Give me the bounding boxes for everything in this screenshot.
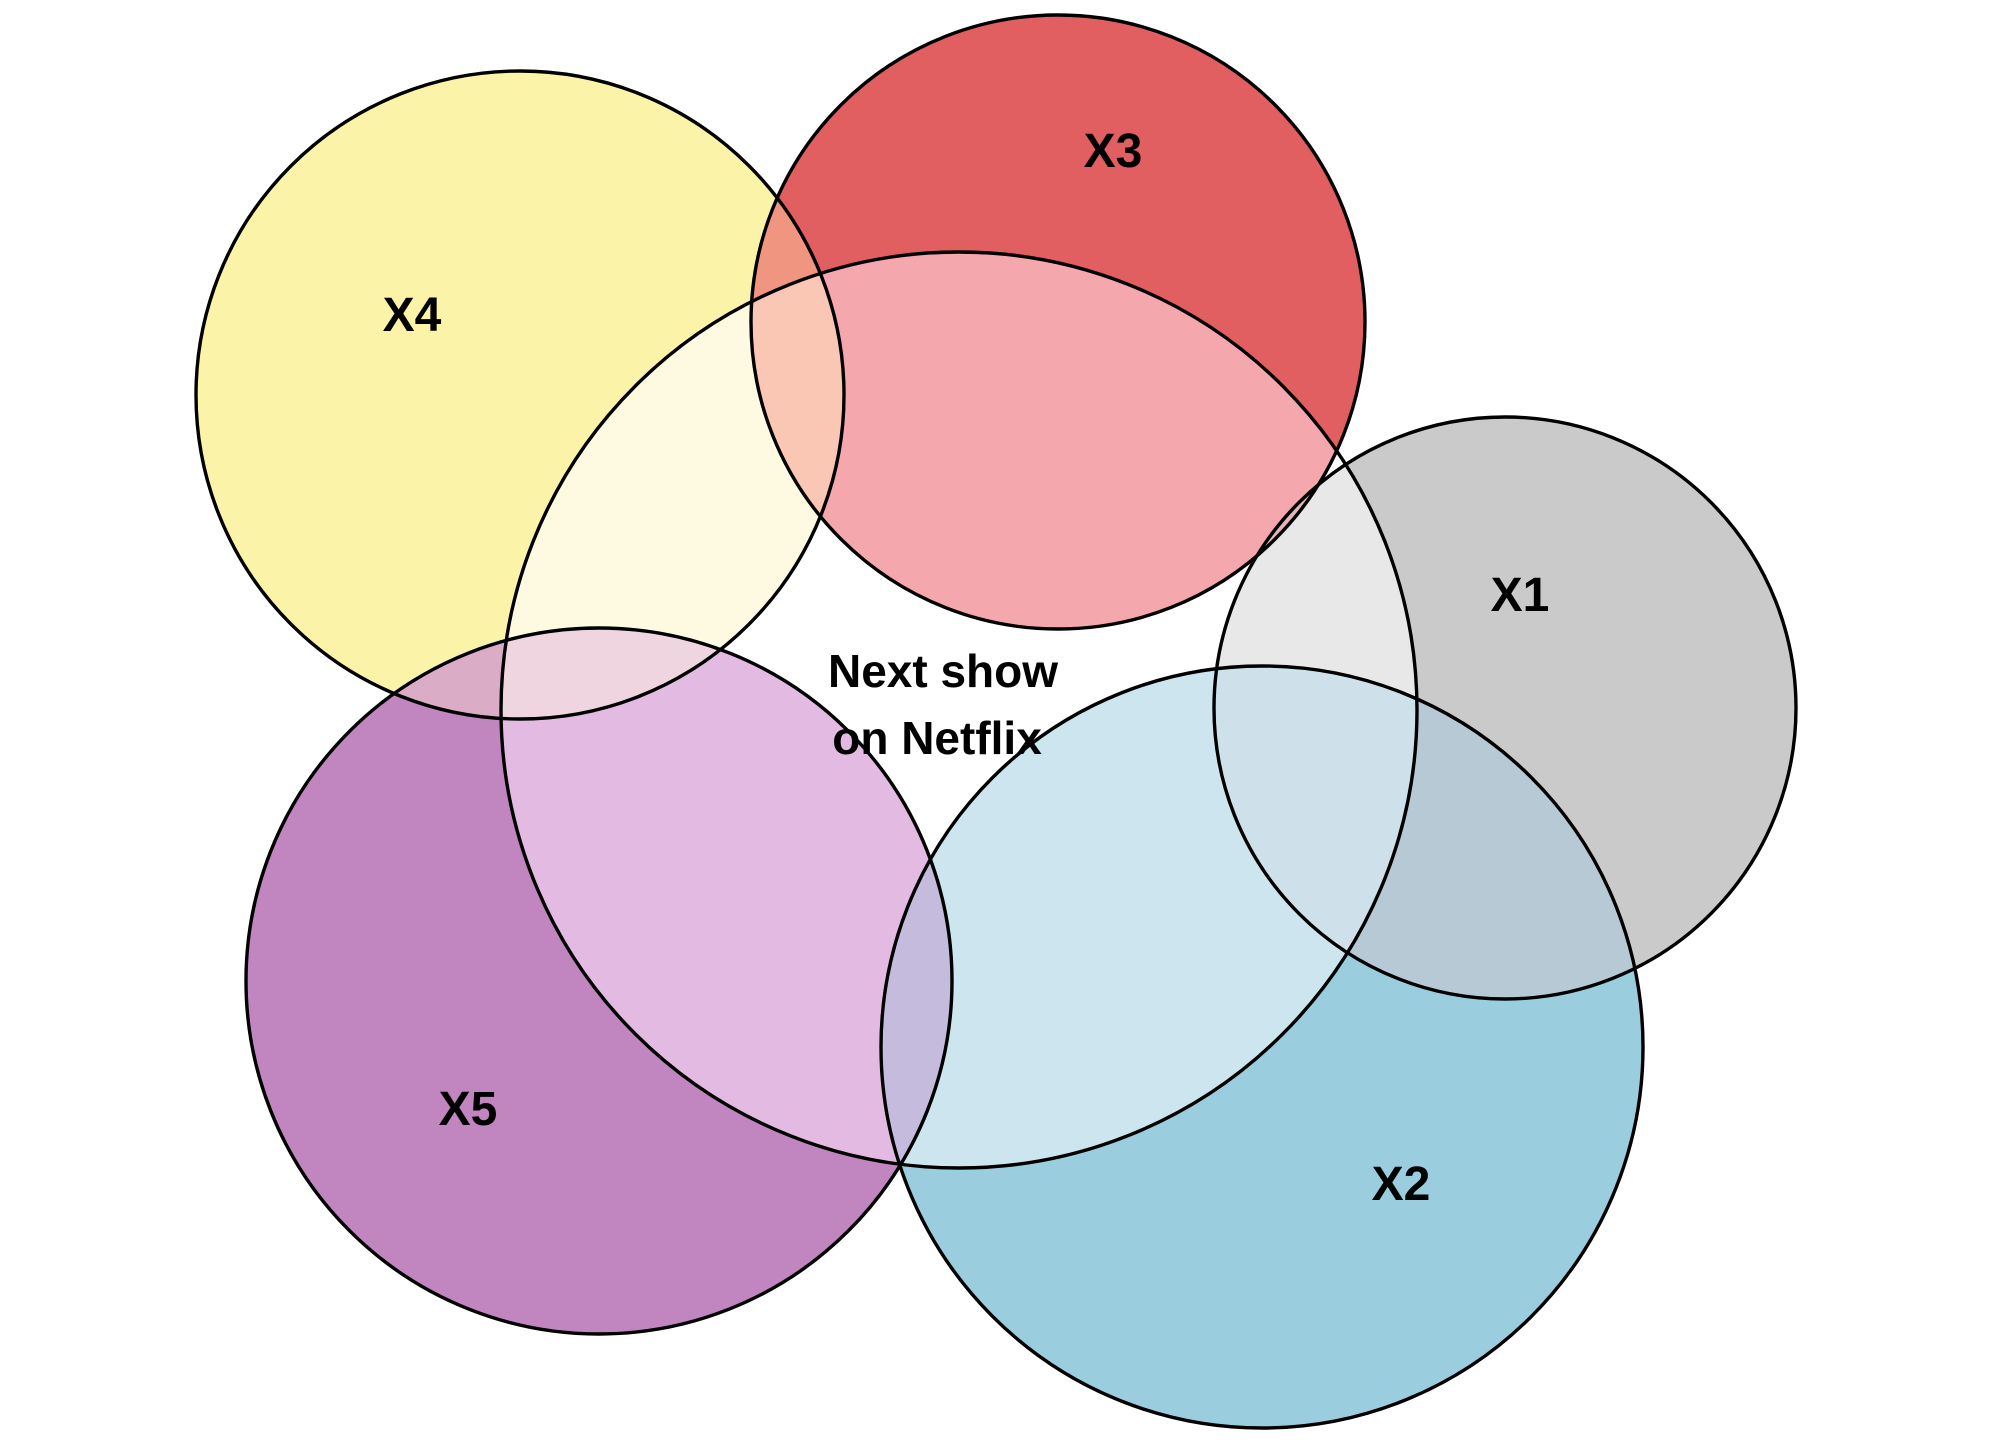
set-x1-outline (1212, 415, 1798, 1001)
set-x2-outline (879, 664, 1645, 1430)
center-text-line2: on Netflix (832, 712, 1042, 764)
set-x4-outline (194, 69, 846, 721)
set-x2-in-center-fill (881, 666, 1417, 1168)
set-label-x1: X1 (1491, 569, 1550, 622)
set-label-x4: X4 (383, 289, 442, 342)
venn-circle-layers (194, 13, 1798, 1430)
set-x5-outline (244, 626, 954, 1336)
set-x3-in-center-fill (751, 252, 1365, 629)
circle-outlines (194, 13, 1798, 1430)
set-label-x3: X3 (1084, 125, 1143, 178)
overlap-x1-x2-fill (1214, 666, 1643, 999)
set-x3-outline (749, 13, 1367, 631)
set-label-x2: X2 (1372, 1158, 1431, 1211)
set-label-x5: X5 (439, 1083, 498, 1136)
center-circle-outline (499, 250, 1419, 1170)
center-text-line1: Next show (828, 645, 1058, 697)
